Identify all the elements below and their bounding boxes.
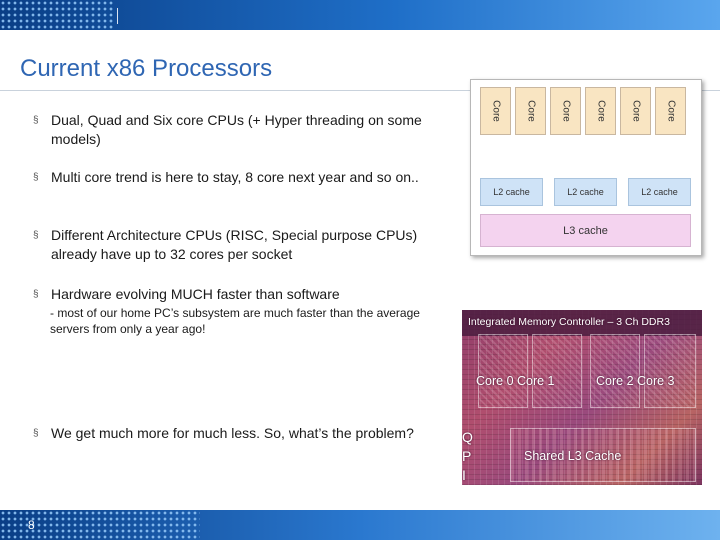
- bullet-text: We get much more for much less. So, what…: [51, 425, 414, 441]
- core-label: Core: [630, 100, 641, 122]
- core-label: Core: [560, 100, 571, 122]
- core-block: Core: [620, 87, 651, 135]
- die-cores-right-label: Core 2 Core 3: [596, 374, 675, 388]
- bottom-banner: 8: [0, 510, 720, 540]
- memory-controller-region: [462, 310, 702, 336]
- slide-title: Current x86 Processors: [20, 55, 273, 82]
- core-diagram: Core Core Core Core Core Core L2 cache L…: [470, 79, 702, 256]
- bullet-marker: §: [33, 428, 39, 439]
- footer-dot-pattern: [0, 510, 200, 540]
- core-block: Core: [585, 87, 616, 135]
- bullet-text: Dual, Quad and Six core CPUs (+ Hyper th…: [51, 112, 422, 147]
- core-block: Core: [480, 87, 511, 135]
- core-block: Core: [550, 87, 581, 135]
- sub-bullet: - most of our home PC’s subsystem are mu…: [50, 306, 420, 336]
- core-label: Core: [525, 100, 536, 122]
- die-l3-label: Shared L3 Cache: [524, 449, 622, 463]
- bullet-text: Multi core trend is here to stay, 8 core…: [51, 169, 419, 185]
- core-row: Core Core Core Core Core Core: [480, 87, 686, 187]
- bullet-text: Hardware evolving MUCH faster than softw…: [51, 286, 340, 302]
- l2-cache-block: L2 cache: [480, 178, 543, 206]
- qpi-letter: Q: [462, 429, 473, 445]
- bullet-marker: §: [33, 230, 39, 241]
- banner-separator: [117, 8, 118, 24]
- bullet-marker: §: [33, 172, 39, 183]
- top-banner: [0, 0, 720, 30]
- core-label: Core: [490, 100, 501, 122]
- die-core-region: [644, 334, 696, 408]
- memory-controller-label: Integrated Memory Controller – 3 Ch DDR3: [468, 316, 670, 328]
- die-core-region: [478, 334, 528, 408]
- die-core-region: [532, 334, 582, 408]
- die-core-region: [590, 334, 640, 408]
- bullet-marker: §: [33, 289, 39, 300]
- bullet-marker: §: [33, 115, 39, 126]
- qpi-letter: P: [462, 448, 472, 464]
- banner-dot-pattern: [0, 0, 115, 30]
- bullet-text: Different Architecture CPUs (RISC, Speci…: [51, 227, 418, 262]
- core-label: Core: [595, 100, 606, 122]
- l2-cache-block: L2 cache: [554, 178, 617, 206]
- core-block: Core: [515, 87, 546, 135]
- l2-cache-block: L2 cache: [628, 178, 691, 206]
- die-l3-region: [510, 428, 696, 482]
- l2-cache-row: L2 cache L2 cache L2 cache: [480, 178, 691, 206]
- page-number: 8: [28, 518, 35, 532]
- core-block: Core: [655, 87, 686, 135]
- processor-die-photo: Integrated Memory Controller – 3 Ch DDR3…: [462, 310, 702, 485]
- core-label: Core: [665, 100, 676, 122]
- title-divider: [0, 90, 720, 91]
- l3-cache-block: L3 cache: [480, 214, 691, 247]
- die-cores-left-label: Core 0 Core 1: [476, 374, 555, 388]
- qpi-label: Q P I: [462, 428, 478, 485]
- qpi-letter: I: [462, 467, 466, 483]
